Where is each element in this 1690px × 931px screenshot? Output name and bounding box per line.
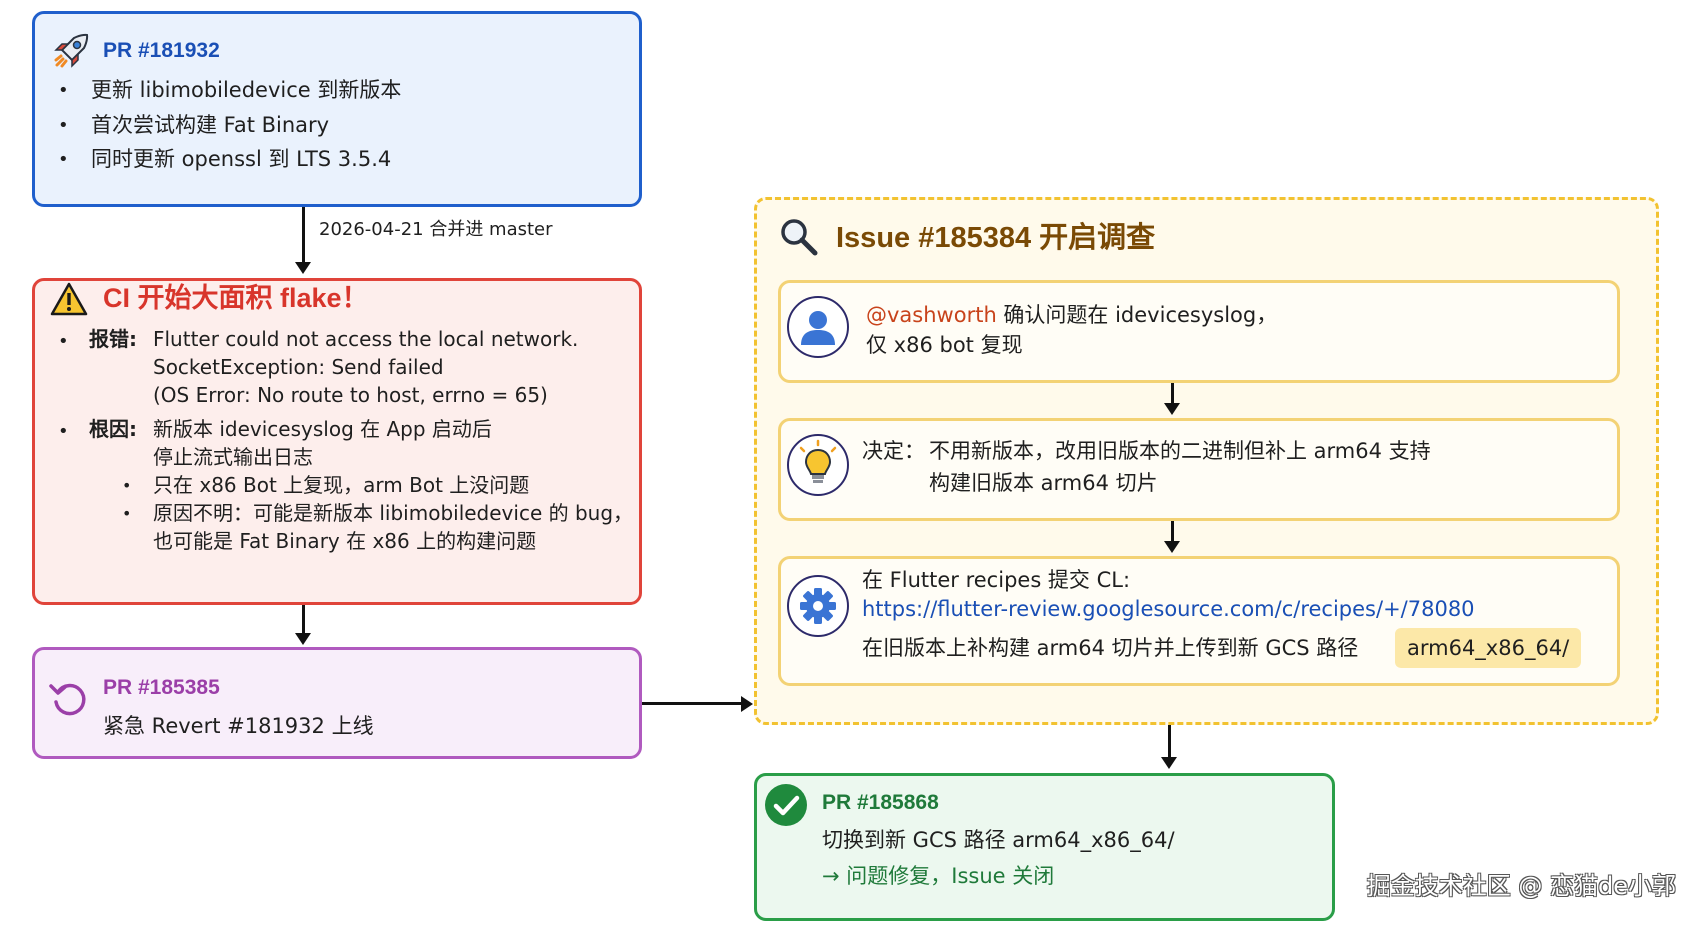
bullet: • [58,149,69,170]
bullet: • [58,331,69,352]
revert-text: 紧急 Revert #181932 上线 [103,714,374,738]
pr-185385-title: PR #185385 [103,676,220,699]
arrow-head [295,262,311,274]
step1-line-2: 仅 x86 bot 复现 [866,333,1023,357]
revert-icon [49,683,86,716]
pr-185385-box [32,647,642,759]
arrow-connector [1168,725,1171,759]
error-line-1: Flutter could not access the local netwo… [153,327,579,351]
watermark: 掘金技术社区 @ 恋猫de小郭 [1366,872,1676,900]
arrow-head [1164,403,1180,415]
pr-181932-item-1: 更新 libimobiledevice 到新版本 [91,78,402,102]
cl-link[interactable]: https://flutter-review.googlesource.com/… [862,597,1475,621]
sub-item-1: 只在 x86 Bot 上复现，arm Bot 上没问题 [153,473,530,497]
step1-line-1: @vashworth 确认问题在 idevicesyslog， [866,301,1277,329]
lightbulb-icon [787,434,849,496]
rocket-icon [54,33,89,68]
arrow-head [295,633,311,645]
step1-line-1-text: 确认问题在 idevicesyslog， [996,303,1278,327]
sub-item-3: 也可能是 Fat Binary 在 x86 上的构建问题 [153,529,537,553]
arrow-connector [1171,521,1174,543]
ci-flake-title: CI 开始大面积 flake！ [103,283,369,313]
arrow-head [1164,541,1180,553]
sub-item-2: 原因不明：可能是新版本 libimobiledevice 的 bug， [153,501,634,525]
pr-185868-title: PR #185868 [822,791,939,814]
error-line-2: SocketException: Send failed [153,355,444,379]
arrow-connector [302,207,305,263]
issue-step-confirm [778,280,1620,383]
mention-vashworth[interactable]: @vashworth [866,303,997,327]
error-label: 报错: [89,327,137,351]
final-line-1: 切换到新 GCS 路径 arm64_x86_64/ [822,828,1175,852]
arrow-connector [1171,383,1174,405]
decision-line-1: 不用新版本，改用旧版本的二进制但补上 arm64 支持 [929,439,1431,463]
pr-181932-title: PR #181932 [103,39,220,62]
ci-flake-box [32,278,642,605]
decision-label: 决定： [862,439,925,463]
final-line-2: → 问题修复，Issue 关闭 [822,864,1055,888]
cl-line-3: 在旧版本上补构建 arm64 切片并上传到新 GCS 路径 [862,636,1359,660]
issue-step-decision [778,418,1620,521]
pr-181932-box [32,11,642,207]
warning-icon [50,282,88,316]
check-circle-icon [765,784,807,826]
arrow-connector [642,702,742,705]
arrow-head [741,696,753,712]
merge-date-label: 2026-04-21 合并进 master [319,219,553,240]
pr-181932-item-2: 首次尝试构建 Fat Binary [91,113,330,137]
bullet: • [58,115,69,136]
gcs-path-chip: arm64_x86_64/ [1395,628,1582,668]
bullet: • [58,80,69,101]
user-icon [787,296,849,358]
cl-line-1: 在 Flutter recipes 提交 CL: [862,568,1131,592]
cause-line-2: 停止流式输出日志 [153,445,313,469]
pr-185868-box [754,773,1335,921]
sub-bullet: • [122,504,132,523]
gear-icon [787,575,849,637]
arrow-connector [302,605,305,635]
sub-bullet: • [122,476,132,495]
search-icon [781,219,818,256]
pr-181932-item-3: 同时更新 openssl 到 LTS 3.5.4 [91,147,392,171]
decision-line-2: 构建旧版本 arm64 切片 [929,471,1158,495]
bullet: • [58,421,69,442]
error-line-3: (OS Error: No route to host, errno = 65) [153,383,548,407]
arrow-head [1161,757,1177,769]
issue-title: Issue #185384 开启调查 [836,222,1156,254]
cause-line-1: 新版本 idevicesyslog 在 App 启动后 [153,417,492,441]
cause-label: 根因: [89,417,137,441]
